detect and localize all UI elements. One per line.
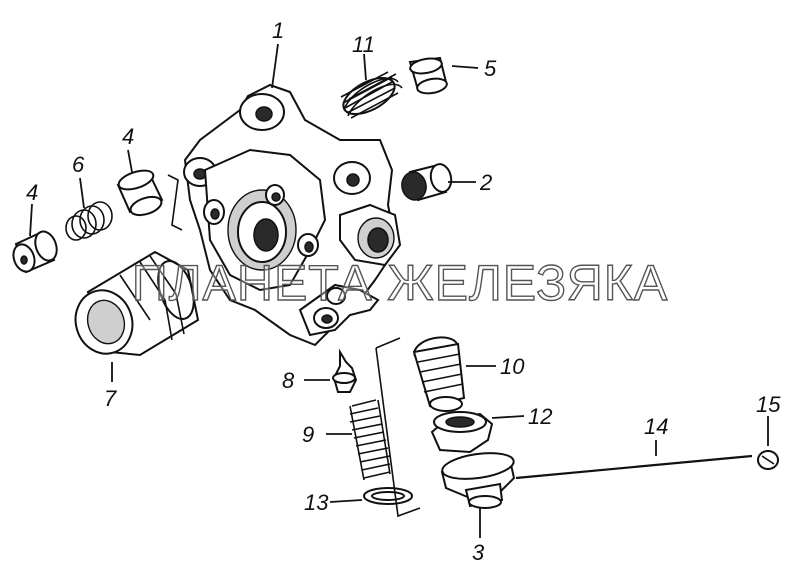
plug (440, 452, 516, 509)
spring-top (340, 71, 403, 119)
valve (332, 348, 358, 393)
callout-label: 1 (272, 18, 284, 43)
callout-label: 11 (352, 32, 375, 57)
assembly-bracket (375, 337, 421, 518)
callout-label: 3 (472, 540, 485, 565)
cup-right (401, 163, 453, 202)
leader-lines (29, 43, 769, 538)
callout-label: 4 (122, 124, 134, 149)
callout-labels: 1 11 5 2 4 6 4 7 8 10 12 9 14 15 13 3 (26, 18, 781, 565)
spring-lower (349, 399, 391, 481)
spring-left (65, 201, 113, 241)
pump-body (167, 83, 402, 347)
cup-left-lower (12, 230, 58, 274)
nut (430, 411, 494, 454)
sleeve (74, 250, 200, 357)
callout-label: 2 (479, 170, 492, 195)
callout-label: 6 (72, 152, 85, 177)
seal (757, 450, 779, 470)
callout-label: 8 (282, 368, 295, 393)
callout-label: 4 (26, 180, 38, 205)
callout-label: 13 (304, 490, 329, 515)
washer (363, 487, 413, 505)
callout-label: 12 (528, 404, 552, 429)
callout-label: 15 (756, 392, 781, 417)
callout-label: 9 (302, 422, 314, 447)
wire (515, 454, 753, 480)
cup-left-upper (116, 169, 164, 217)
fitting (412, 336, 466, 412)
watermark-text: ПЛАНЕТА ЖЕЛЕЗЯКА (132, 255, 668, 311)
callout-label: 14 (644, 414, 668, 439)
callout-label: 10 (500, 354, 525, 379)
cup-top (408, 56, 448, 95)
callout-label: 5 (484, 56, 497, 81)
callout-label: 7 (104, 386, 117, 411)
